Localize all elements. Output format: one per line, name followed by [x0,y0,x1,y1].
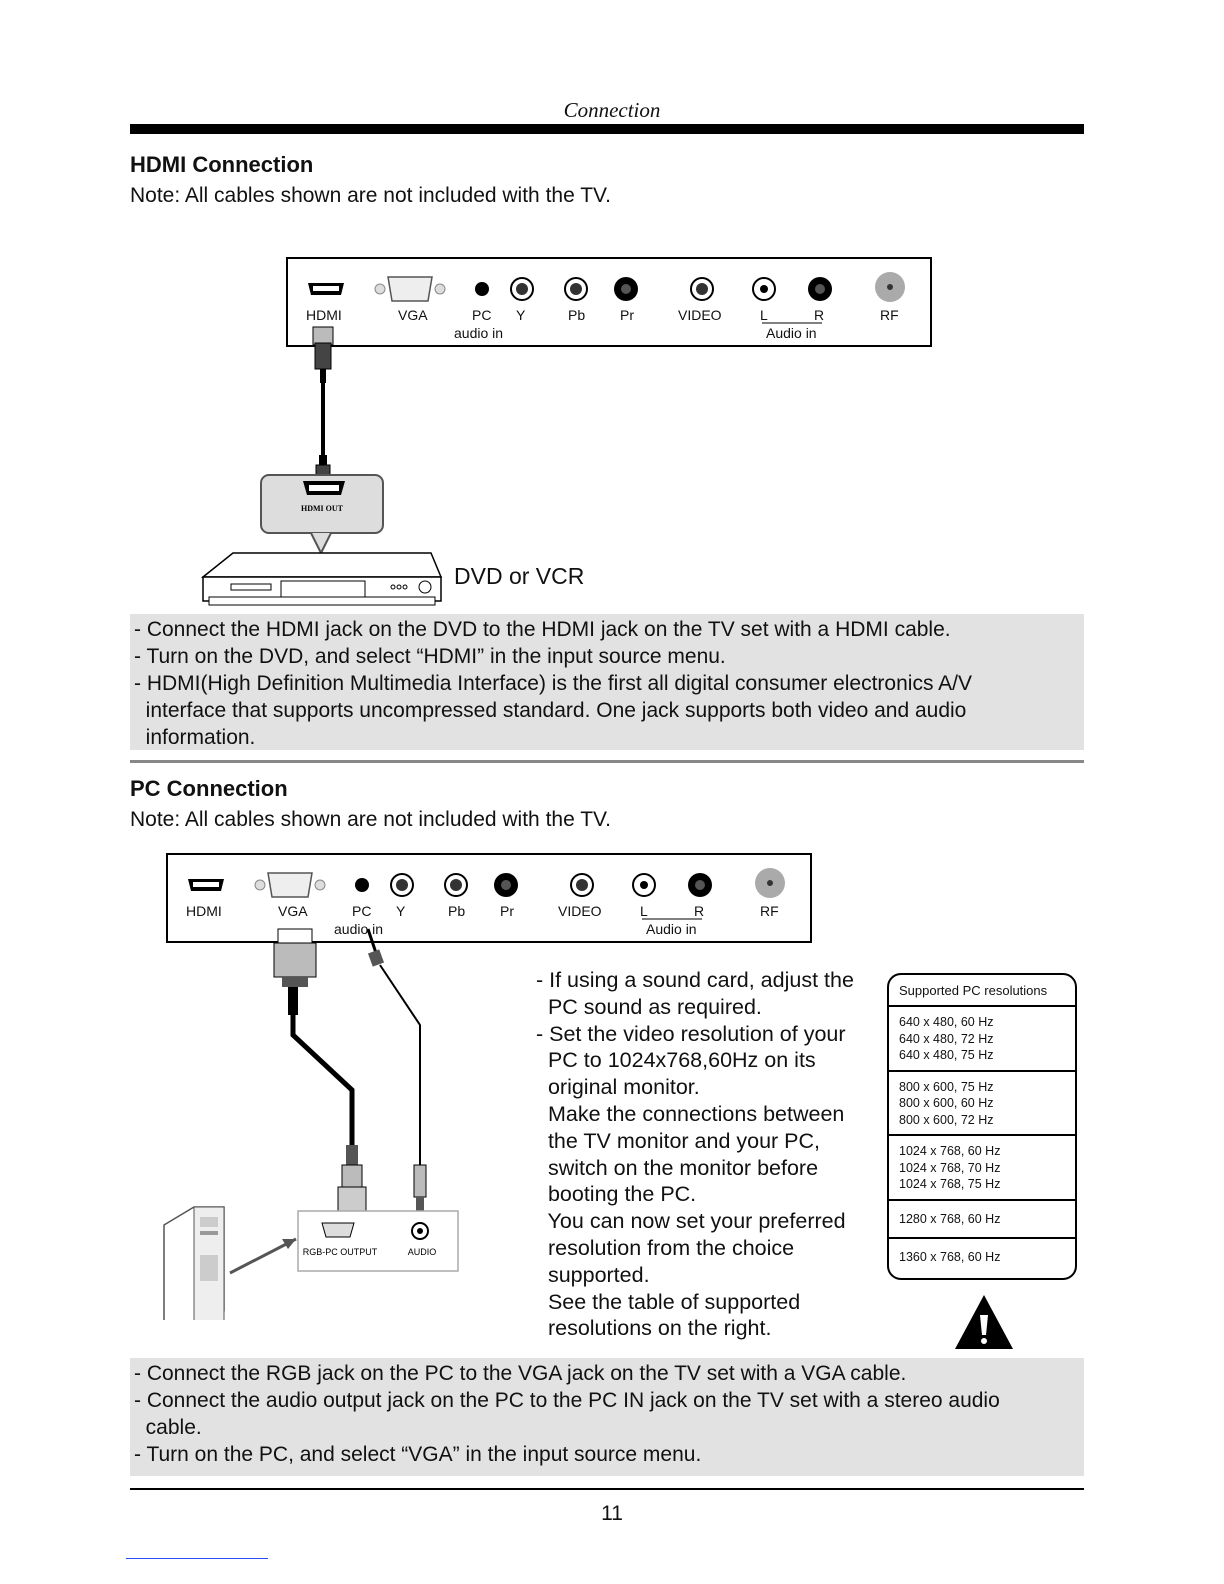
pc-instructions-band: - Connect the RGB jack on the PC to the … [130,1358,1084,1476]
footer-link-underline [126,1558,268,1559]
section-divider [130,760,1084,763]
hdmi-instruction-line: - Connect the HDMI jack on the DVD to th… [134,618,951,641]
pc-text-line: You can now set your preferred [536,1209,846,1234]
rgb-pc-output-label: RGB-PC OUTPUT [303,1247,378,1257]
port-label-vga: VGA [278,903,308,919]
port-label-pc: PC [472,307,492,323]
resolution-group: 1024 x 768, 60 Hz 1024 x 768, 70 Hz 1024… [889,1136,1075,1201]
port-label-l: L [640,903,648,919]
warning-icon [955,1295,1013,1349]
page-number: 11 [601,1502,623,1525]
hdmi-instructions-band: - Connect the HDMI jack on the DVD to th… [130,614,1084,750]
pc-text-line: resolutions on the right. [536,1316,772,1341]
resolution-group: 640 x 480, 60 Hz 640 x 480, 72 Hz 640 x … [889,1007,1075,1072]
pc-instruction-line: cable. [134,1416,202,1439]
tv-rear-panel: HDMI VGA PC Y Pb Pr VIDEO L R RF audio i… [286,257,932,347]
hdmi-instruction-line: - Turn on the DVD, and select “HDMI” in … [134,645,726,668]
pc-text-line: the TV monitor and your PC, [536,1128,821,1153]
header-rule [130,124,1084,134]
port-label-y: Y [396,903,406,919]
port-label-pr: Pr [620,307,634,323]
resolution-item: 1280 x 768, 60 Hz [899,1211,1001,1226]
resolution-group: 1280 x 768, 60 Hz [889,1201,1075,1239]
pc-text-line: PC sound as required. [536,994,762,1019]
port-label-rf: RF [880,307,899,323]
footer-rule [130,1488,1084,1490]
pc-text-line: Make the connections between [536,1101,845,1126]
port-label-lr-audio-in: Audio in [646,921,697,937]
pc-instructions-text: - If using a sound card, adjust the PC s… [536,967,881,1342]
tv-port-icons [308,272,905,324]
resolution-item: 1360 x 768, 60 Hz [899,1250,1001,1264]
resolution-item: 1024 x 768, 70 Hz [899,1160,1001,1175]
port-label-r: R [814,307,825,323]
pc-text-line: PC to 1024x768,60Hz on its [536,1048,816,1073]
tv-rear-panel: HDMI VGA PC Y Pb Pr VIDEO L R RF audio i… [166,853,812,943]
port-label-pc-audio-in: audio in [454,325,504,341]
hdmi-cable-dvd-illustration: HDMI OUT [200,326,443,606]
dvd-vcr-label: DVD or VCR [454,563,585,589]
hdmi-section-heading: HDMI Connection [130,152,314,177]
resolution-group: 800 x 600, 75 Hz 800 x 600, 60 Hz 800 x … [889,1072,1075,1136]
port-label-pr: Pr [500,903,514,919]
hdmi-instruction-line: information. [134,726,256,749]
port-label-y: Y [516,307,526,323]
resolution-item: 640 x 480, 72 Hz [899,1031,994,1046]
port-label-vga: VGA [398,307,428,323]
pc-text-line: booting the PC. [536,1182,697,1207]
hdmi-out-port-label: HDMI OUT [301,504,344,513]
port-label-lr-audio-in: Audio in [766,325,817,341]
port-label-r: R [694,903,705,919]
hdmi-instruction-line: interface that supports uncompressed sta… [134,699,967,722]
tv-port-icons [188,868,785,920]
audio-output-label: AUDIO [408,1247,437,1257]
port-label-rf: RF [760,903,779,919]
pc-text-line: - Set the video resolution of your [536,1021,846,1046]
port-label-video: VIDEO [558,903,602,919]
hdmi-section-note: Note: All cables shown are not included … [130,184,611,207]
pc-text-line: resolution from the choice [536,1235,795,1260]
pc-section-note: Note: All cables shown are not included … [130,808,611,831]
resolution-item: 1024 x 768, 60 Hz [899,1144,1001,1158]
port-label-pb: Pb [448,903,466,919]
resolution-item: 640 x 480, 75 Hz [899,1048,994,1062]
supported-resolutions-table: Supported PC resolutions 640 x 480, 60 H… [887,973,1077,1280]
port-label-hdmi: HDMI [186,903,222,919]
port-label-l: L [760,307,768,323]
page-header-title: Connection [563,98,661,122]
pc-text-line: supported. [536,1262,650,1287]
pc-instruction-line: - Connect the RGB jack on the PC to the … [134,1362,907,1385]
resolutions-table-header: Supported PC resolutions [889,975,1075,1007]
pc-text-line: - If using a sound card, adjust the [536,968,854,992]
resolution-item: 1024 x 768, 75 Hz [899,1177,1001,1191]
resolution-item: 800 x 600, 72 Hz [899,1112,994,1127]
resolution-item: 640 x 480, 60 Hz [899,1015,994,1029]
port-label-pc: PC [352,903,372,919]
pc-text-line: See the table of supported [536,1289,801,1314]
resolution-group: 1360 x 768, 60 Hz [889,1239,1075,1278]
resolution-item: 800 x 600, 75 Hz [899,1079,994,1094]
pc-instruction-line: - Connect the audio output jack on the P… [134,1389,1000,1412]
pc-text-line: original monitor. [536,1075,700,1100]
resolution-item: 800 x 600, 60 Hz [899,1096,994,1110]
pc-section-heading: PC Connection [130,776,288,801]
pc-instruction-line: - Turn on the PC, and select “VGA” in th… [134,1443,702,1466]
hdmi-instruction-line: - HDMI(High Definition Multimedia Interf… [134,672,972,695]
port-label-hdmi: HDMI [306,307,342,323]
pc-text-line: switch on the monitor before [536,1155,819,1180]
port-label-video: VIDEO [678,307,722,323]
pc-cable-illustration: RGB-PC OUTPUT AUDIO [163,928,459,1320]
port-label-pb: Pb [568,307,586,323]
